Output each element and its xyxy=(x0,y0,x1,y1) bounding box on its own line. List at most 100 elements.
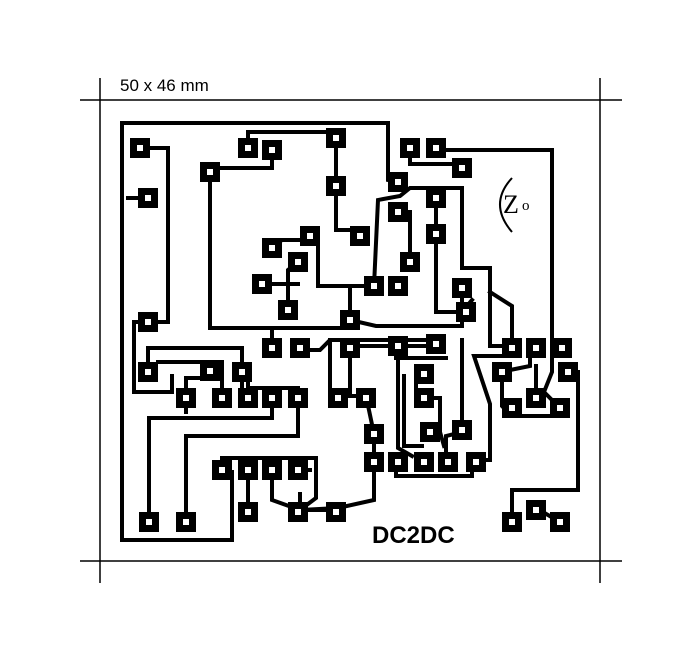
solder-pad xyxy=(438,452,458,472)
pad-hole xyxy=(463,309,469,315)
solder-pad xyxy=(278,300,298,320)
pad-hole xyxy=(269,345,275,351)
solder-pad xyxy=(356,388,376,408)
solder-pad xyxy=(212,388,232,408)
pad-hole xyxy=(183,519,189,525)
pad-hole xyxy=(433,195,439,201)
solder-pad xyxy=(130,138,150,158)
solder-pad xyxy=(138,312,158,332)
solder-pad xyxy=(262,388,282,408)
pad-hole xyxy=(371,459,377,465)
solder-pad xyxy=(364,276,384,296)
solder-pad xyxy=(238,460,258,480)
pad-hole xyxy=(335,395,341,401)
pad-hole xyxy=(509,519,515,525)
board-name-label: DC2DC xyxy=(372,522,455,549)
pad-hole xyxy=(407,145,413,151)
solder-pad xyxy=(176,388,196,408)
pad-hole xyxy=(245,395,251,401)
pad-hole xyxy=(421,395,427,401)
pad-hole xyxy=(445,459,451,465)
pad-hole xyxy=(473,459,479,465)
pad-hole xyxy=(559,345,565,351)
solder-pad xyxy=(300,226,320,246)
pad-hole xyxy=(557,519,563,525)
solder-pad xyxy=(328,388,348,408)
pad-hole xyxy=(297,345,303,351)
pad-hole xyxy=(219,467,225,473)
logo-text-big: Z xyxy=(503,190,519,219)
solder-pad xyxy=(340,310,360,330)
solder-pad xyxy=(176,512,196,532)
pad-hole xyxy=(269,147,275,153)
solder-pad xyxy=(139,512,159,532)
dimension-label: 50 x 46 mm xyxy=(120,76,209,95)
solder-pad xyxy=(340,338,360,358)
pad-hole xyxy=(245,145,251,151)
solder-pad xyxy=(262,238,282,258)
solder-pad xyxy=(426,188,446,208)
pad-hole xyxy=(295,467,301,473)
pad-hole xyxy=(183,395,189,401)
pad-hole xyxy=(509,405,515,411)
pad-hole xyxy=(395,179,401,185)
solder-pad xyxy=(550,512,570,532)
solder-pad xyxy=(426,138,446,158)
pads xyxy=(130,128,578,532)
pad-hole xyxy=(565,369,571,375)
pad-hole xyxy=(421,371,427,377)
solder-pad xyxy=(400,138,420,158)
pad-hole xyxy=(395,459,401,465)
solder-pad xyxy=(502,398,522,418)
crop-marks xyxy=(80,78,622,583)
pad-hole xyxy=(333,183,339,189)
solder-pad xyxy=(138,362,158,382)
pad-hole xyxy=(421,459,427,465)
logo-text-small: o xyxy=(522,198,530,214)
pad-hole xyxy=(295,509,301,515)
pad-hole xyxy=(285,307,291,313)
solder-pad xyxy=(364,424,384,444)
pad-hole xyxy=(333,135,339,141)
solder-pad xyxy=(288,460,308,480)
solder-pad xyxy=(420,422,440,442)
solder-pad xyxy=(326,176,346,196)
pad-hole xyxy=(145,319,151,325)
solder-pad xyxy=(456,302,476,322)
pad-hole xyxy=(433,145,439,151)
solder-pad xyxy=(232,362,252,382)
pad-hole xyxy=(395,209,401,215)
solder-pad xyxy=(502,338,522,358)
pad-hole xyxy=(459,165,465,171)
pad-hole xyxy=(371,283,377,289)
solder-pad xyxy=(326,128,346,148)
solder-pad xyxy=(288,388,308,408)
solder-pad xyxy=(526,500,546,520)
pad-hole xyxy=(533,395,539,401)
solder-pad xyxy=(414,364,434,384)
solder-pad xyxy=(388,452,408,472)
pad-hole xyxy=(347,345,353,351)
pad-hole xyxy=(347,317,353,323)
solder-pad xyxy=(452,278,472,298)
pad-hole xyxy=(395,343,401,349)
pad-hole xyxy=(207,169,213,175)
pad-hole xyxy=(357,233,363,239)
pad-hole xyxy=(433,341,439,347)
pad-hole xyxy=(533,345,539,351)
solder-pad xyxy=(452,420,472,440)
pad-hole xyxy=(145,369,151,375)
solder-pad xyxy=(414,452,434,472)
solder-pad xyxy=(288,252,308,272)
solder-pad xyxy=(388,336,408,356)
solder-pad xyxy=(138,188,158,208)
solder-pad xyxy=(388,202,408,222)
solder-pad xyxy=(252,274,272,294)
solder-pad xyxy=(526,388,546,408)
pad-hole xyxy=(269,245,275,251)
pad-hole xyxy=(509,345,515,351)
zo-logo-icon: Z o xyxy=(499,177,530,233)
solder-pad xyxy=(388,172,408,192)
solder-pad xyxy=(550,398,570,418)
pad-hole xyxy=(557,405,563,411)
